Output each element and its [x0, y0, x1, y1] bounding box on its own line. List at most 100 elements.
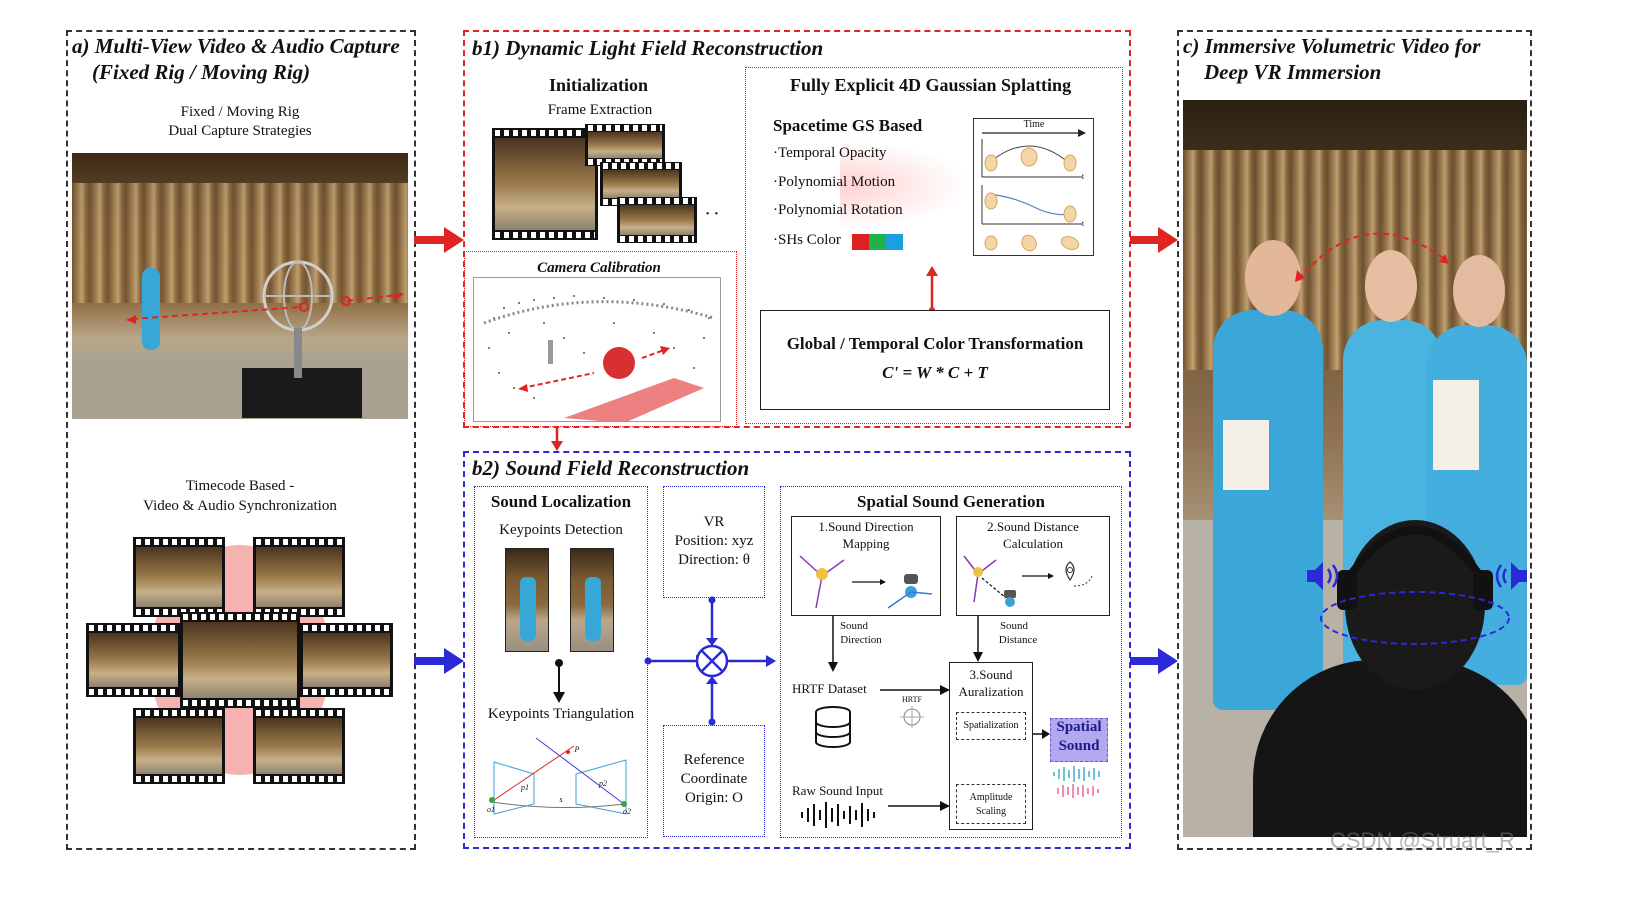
keypoint-photo-2: [570, 548, 614, 652]
performer-right-head: [1453, 255, 1505, 327]
spatial-waveform-icon: [1053, 766, 1100, 798]
frame-extraction-label: Frame Extraction: [547, 102, 653, 118]
panel-a-title-line1: a) Multi-View Video & Audio Capture: [72, 34, 400, 58]
frames-ellipsis: · ·: [705, 206, 719, 222]
amplitude-scaling-line1: Amplitude: [969, 792, 1013, 803]
film-frame-top-right: [253, 537, 345, 617]
sound-distance-calculation-box: [956, 516, 1110, 616]
camera-calibration-box: [464, 251, 737, 427]
coordinate-combiner: [644, 596, 776, 726]
sound-distance-label-line2: Distance: [998, 634, 1038, 646]
frame-film-1: [492, 128, 598, 240]
keypoints-triangulation-label: Keypoints Triangulation: [487, 706, 635, 722]
vr-label: VR: [703, 514, 725, 530]
tri-label-p2: p2: [599, 779, 607, 788]
performer-left-head: [1245, 240, 1301, 316]
initialization-title: Initialization: [549, 75, 649, 95]
color-transform-formula: C' = W * C + T: [882, 363, 988, 382]
panel-sound-field: [463, 451, 1131, 849]
time-axis-t2: t: [1081, 219, 1085, 228]
tri-label-s: s: [559, 795, 563, 804]
film-frame-center: [180, 612, 300, 708]
arrow-b2-to-c: [1130, 648, 1178, 674]
sh-color-red: [852, 234, 869, 250]
volumetric-video-photo: [1183, 100, 1527, 837]
capture-rig-photo: [72, 153, 408, 419]
keypoints-detection-label: Keypoints Detection: [499, 522, 623, 538]
feature-glow: [840, 140, 970, 230]
amplitude-scaling-box: [956, 784, 1026, 824]
reference-line1: Reference: [683, 752, 745, 768]
camera-calibration-title: Camera Calibration: [537, 260, 661, 276]
headphone-graphic: [1320, 526, 1510, 645]
sync-caption-line1: Timecode Based -: [185, 478, 295, 494]
auralization-line2: Auralization: [958, 684, 1024, 699]
volumetric-motion-arc: [1295, 232, 1449, 282]
spatial-sound-generation-title: Spatial Sound Generation: [857, 492, 1045, 511]
reference-origin-box: [663, 725, 765, 837]
spatial-sound-line1: Spatial: [1056, 719, 1102, 735]
spatialization-label: Spatialization: [963, 720, 1019, 731]
feature-polynomial-motion: ·Polynomial Motion: [773, 174, 896, 190]
tri-label-p: P: [574, 745, 580, 754]
sound-direction-mapping-box: [791, 516, 941, 616]
camera-rig-sphere: [262, 260, 334, 378]
time-diagram: Time t t: [973, 118, 1094, 256]
tri-label-p1: p1: [521, 783, 529, 792]
rig-motion-arrows: [126, 293, 404, 324]
direction-mapping-graphic: [799, 555, 933, 609]
panel-b1-title: b1) Dynamic Light Field Reconstruction: [472, 36, 824, 60]
sound-direction-label-line2: Direction: [840, 634, 882, 646]
tri-label-o2: o2: [623, 807, 631, 816]
performer-left: [1213, 310, 1323, 710]
sound-auralization-box: [949, 662, 1033, 830]
amplitude-scaling-line2: Scaling: [976, 806, 1006, 817]
auralization-line1: 3.Sound: [969, 667, 1013, 682]
arrow-a-to-b1: [414, 227, 464, 253]
feature-polynomial-rotation: ·Polynomial Rotation: [773, 202, 903, 218]
database-icon: [815, 706, 851, 748]
sound-direction-mapping-line2: Mapping: [842, 536, 890, 551]
sleeve-left: [1223, 420, 1269, 490]
spatialization-box: [956, 712, 1026, 740]
speaker-right-icon: [1495, 562, 1527, 590]
sound-localization-title: Sound Localization: [490, 492, 632, 511]
color-transform-box: [760, 310, 1110, 410]
raw-waveform-icon: [801, 802, 875, 828]
triangulation-diagram: [489, 737, 627, 815]
watermark: CSDN @Struart_R: [1330, 828, 1515, 853]
stage-curtain: [72, 183, 408, 303]
film-frame-right: [300, 623, 393, 697]
sound-distance-calculation-line1: 2.Sound Distance: [987, 519, 1079, 534]
time-diagram-graphic: [981, 129, 1086, 252]
arrow-b1-to-c: [1130, 227, 1178, 253]
sound-direction-label-line1: Sound: [839, 620, 869, 632]
spatial-sound-line2: Sound: [1058, 738, 1100, 754]
arrow-calibration-to-b2: [551, 427, 563, 451]
sync-caption-line2: Video & Audio Synchronization: [143, 498, 337, 514]
spacetime-title: Spacetime GS Based: [773, 116, 923, 135]
point-cloud-graphic: [483, 295, 715, 421]
feature-temporal-opacity: ·Temporal Opacity: [773, 145, 887, 161]
reference-line2: Coordinate: [680, 771, 748, 787]
sleeve-right: [1433, 380, 1479, 470]
panel-immersion: [1177, 30, 1532, 850]
vr-position: Position: xyz: [674, 533, 754, 549]
film-frame-bottom-left: [133, 708, 225, 784]
panel-b2-title: b2) Sound Field Reconstruction: [472, 456, 750, 480]
keypoint-photo-1: [505, 548, 549, 652]
sh-color-green: [869, 234, 886, 250]
point-cloud-view: [473, 277, 721, 422]
gs-color-link-arrow: [926, 266, 938, 313]
spatial-sound-generation-box: [780, 486, 1122, 838]
distance-calculation-graphic: [963, 555, 1093, 607]
feature-shs-color: ·SHs Color: [773, 232, 841, 248]
raw-sound-input-label: Raw Sound Input: [792, 783, 883, 798]
panel-capture: [66, 30, 416, 850]
color-transform-title: Global / Temporal Color Transformation: [786, 334, 1084, 353]
performer-center-head: [1365, 250, 1417, 322]
reference-line3: Origin: O: [685, 790, 743, 806]
rig-caption-line1: Fixed / Moving Rig: [180, 104, 300, 120]
performer-figure: [142, 268, 160, 350]
speaker-left-icon: [1307, 562, 1339, 590]
